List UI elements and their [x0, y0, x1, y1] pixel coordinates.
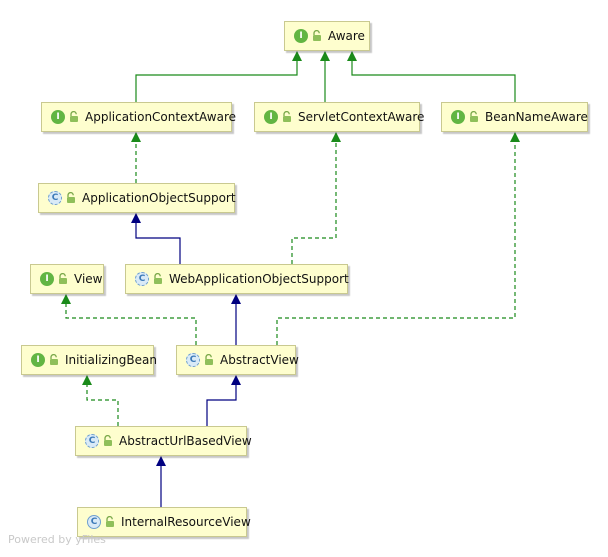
class-icon: C — [87, 515, 101, 529]
node-label: ApplicationContextAware — [85, 110, 237, 124]
edge-app-ctx-aware-to-aware — [135, 51, 302, 102]
edge-line — [86, 384, 119, 426]
node-web-app-obj-support[interactable]: C WebApplicationObjectSupport — [125, 264, 349, 294]
edge-line — [276, 141, 516, 345]
node-abstract-url-based-view[interactable]: C AbstractUrlBasedView — [75, 426, 252, 456]
node-aware[interactable]: I Aware — [284, 21, 370, 51]
arrowhead — [331, 132, 341, 142]
lock-open-icon — [59, 273, 67, 284]
node-servlet-ctx-aware[interactable]: I ServletContextAware — [254, 102, 424, 132]
node-label: AbstractView — [220, 353, 299, 367]
node-label: ServletContextAware — [298, 110, 425, 124]
arrowhead — [131, 213, 141, 223]
edge-line — [135, 60, 298, 102]
lock-open-icon — [67, 192, 75, 203]
abstract-class-icon: C — [135, 272, 149, 286]
node-app-ctx-aware[interactable]: I ApplicationContextAware — [41, 102, 236, 132]
arrowhead — [320, 51, 330, 61]
edge-line — [65, 303, 197, 345]
lock-open-icon — [205, 354, 213, 365]
node-bean-name-aware[interactable]: I BeanNameAware — [441, 102, 588, 132]
edge-web-app-obj-support-to-servlet-ctx-aware — [291, 132, 341, 264]
edge-line — [135, 222, 181, 264]
node-label: BeanNameAware — [485, 110, 588, 124]
edge-app-obj-support-to-app-ctx-aware — [131, 132, 141, 183]
lock-open-icon — [50, 354, 58, 365]
abstract-class-icon: C — [48, 191, 62, 205]
lock-open-icon — [283, 111, 291, 122]
node-label: InternalResourceView — [121, 515, 251, 529]
arrowhead — [156, 456, 166, 466]
arrowhead — [231, 375, 241, 385]
node-label: ApplicationObjectSupport — [82, 191, 236, 205]
node-label: WebApplicationObjectSupport — [169, 272, 349, 286]
lock-open-icon — [154, 273, 162, 284]
edge-abstract-view-to-bean-name-aware — [276, 132, 520, 345]
edge-line — [291, 141, 337, 264]
edge-abstract-view-to-web-app-obj-support — [231, 294, 241, 345]
edge-line — [351, 60, 516, 102]
node-app-obj-support[interactable]: C ApplicationObjectSupport — [38, 183, 236, 213]
yfiles-watermark: Powered by yFiles — [8, 533, 106, 546]
arrowhead — [131, 132, 141, 142]
lock-open-icon — [470, 111, 478, 122]
edge-abstract-url-based-view-to-abstract-view — [206, 375, 241, 426]
edge-abstract-url-based-view-to-initializing-bean — [82, 375, 119, 426]
lock-open-icon — [104, 435, 112, 446]
interface-icon: I — [294, 29, 308, 43]
node-abstract-view[interactable]: C AbstractView — [176, 345, 299, 375]
lock-open-icon — [70, 111, 78, 122]
node-view[interactable]: I View — [30, 264, 104, 294]
interface-icon: I — [31, 353, 45, 367]
arrowhead — [61, 294, 71, 304]
arrowhead — [510, 132, 520, 142]
node-initializing-bean[interactable]: I InitializingBean — [21, 345, 157, 375]
node-label: InitializingBean — [65, 353, 157, 367]
edge-line — [206, 384, 237, 426]
interface-icon: I — [51, 110, 65, 124]
interface-icon: I — [40, 272, 54, 286]
node-internal-resource-view[interactable]: C InternalResourceView — [77, 507, 251, 537]
edge-internal-resource-view-to-abstract-url-based-view — [156, 456, 166, 507]
edge-servlet-ctx-aware-to-aware — [320, 51, 330, 102]
interface-icon: I — [451, 110, 465, 124]
arrowhead — [347, 51, 357, 61]
abstract-class-icon: C — [85, 434, 99, 448]
arrowhead — [292, 51, 302, 61]
edge-web-app-obj-support-to-app-obj-support — [131, 213, 181, 264]
arrowhead — [82, 375, 92, 385]
node-label: View — [74, 272, 103, 286]
node-label: AbstractUrlBasedView — [119, 434, 252, 448]
arrowhead — [231, 294, 241, 304]
lock-open-icon — [313, 30, 321, 41]
abstract-class-icon: C — [186, 353, 200, 367]
edge-abstract-view-to-view — [61, 294, 197, 345]
edge-bean-name-aware-to-aware — [347, 51, 516, 102]
interface-icon: I — [264, 110, 278, 124]
lock-open-icon — [106, 516, 114, 527]
node-label: Aware — [328, 29, 365, 43]
